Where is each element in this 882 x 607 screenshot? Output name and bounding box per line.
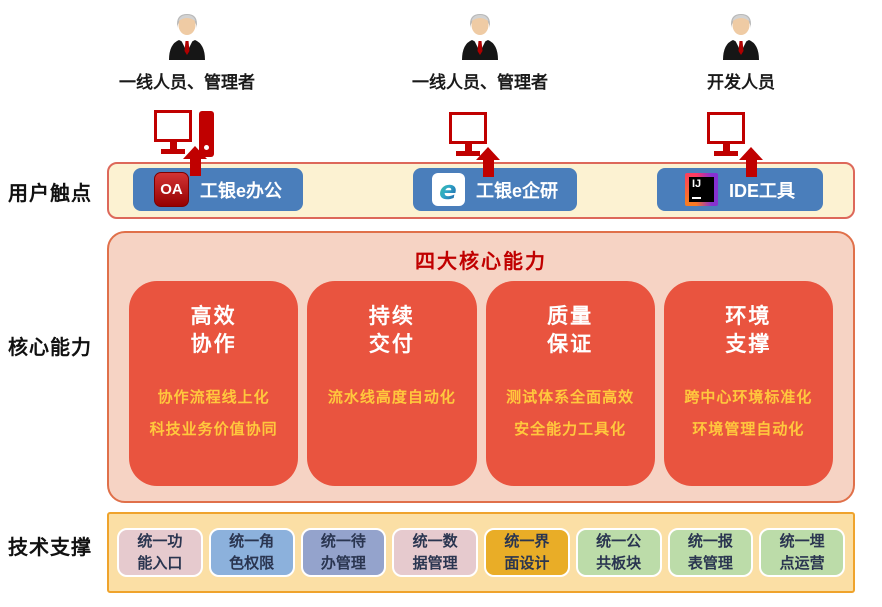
user-label: 开发人员 [707,73,775,92]
e-app-icon: e [431,173,465,206]
support-item-report-management: 统一报表管理 [667,528,754,577]
core-box-points: 流水线高度自动化 [327,388,456,406]
touchpoint-label: IDE工具 [728,180,795,201]
desktop-monitor-icon [152,110,194,154]
support-item-ui-design: 统一界面设计 [484,528,570,577]
desktop-monitor-icon [705,112,747,156]
core-box-collaboration: 高效 协作 协作流程线上化 科技业务价值协同 [129,281,299,486]
person-icon [718,14,764,64]
touchpoint-oa-app: OA 工银e办公 [133,168,303,211]
core-box-title: 质量 保证 [547,305,594,357]
row-label-core: 核心能力 [8,337,92,359]
up-arrow-icon [476,147,500,177]
touchpoint-label: 工银e办公 [199,180,282,201]
touchpoint-e-research-app: e 工银e企研 [413,168,577,211]
core-box-title: 持续 交付 [368,305,415,357]
user-label: 一线人员、管理者 [119,73,255,92]
core-box-points: 跨中心环境标准化 环境管理自动化 [684,388,813,438]
core-box-environment: 环境 支撑 跨中心环境标准化 环境管理自动化 [663,281,833,486]
intellij-icon: IJ [684,173,718,206]
svg-text:e: e [440,176,458,204]
core-boxes-row: 高效 协作 协作流程线上化 科技业务价值协同 持续 交付 流水线高度自动化 [109,274,853,486]
core-box-points: 协作流程线上化 科技业务价值协同 [149,388,278,438]
user-label: 一线人员、管理者 [412,73,548,92]
up-arrow-icon [183,146,207,176]
oa-app-icon: OA [153,172,189,207]
support-item-data-management: 统一数据管理 [392,528,478,577]
support-item-todo-management: 统一待办管理 [300,528,387,577]
support-item-common-modules: 统一公共板块 [575,528,662,577]
core-capabilities-band: 四大核心能力 高效 协作 协作流程线上化 科技业务价值协同 持续 交付 流水线 [107,231,855,503]
row-label-support: 技术支撑 [8,537,92,559]
core-band-title: 四大核心能力 [415,251,547,273]
touchpoint-label: 工银e企研 [475,180,558,201]
person-icon [457,14,503,64]
support-item-tracking-operation: 统一埋点运营 [759,528,845,577]
core-box-title: 高效 协作 [190,305,237,357]
touchpoint-ide-tool: IJ IDE工具 [657,168,823,211]
user-group-2: 一线人员、管理者 [400,10,560,93]
up-arrow-icon [739,147,763,177]
core-box-title: 环境 支撑 [725,305,772,357]
desktop-monitor-icon [447,112,489,156]
support-item-function-entry: 统一功能入口 [117,528,203,577]
core-box-points: 测试体系全面高效 安全能力工具化 [506,388,635,438]
user-group-3: 开发人员 [661,10,821,93]
row-label-touchpoints: 用户触点 [8,183,92,205]
core-box-quality: 质量 保证 测试体系全面高效 安全能力工具化 [485,281,655,486]
technical-support-band: 统一功能入口 统一角色权限 统一待办管理 统一数据管理 统一界面设计 统一公共板… [107,512,855,593]
support-item-role-permission: 统一角色权限 [208,528,295,577]
core-box-delivery: 持续 交付 流水线高度自动化 [307,281,477,486]
person-icon [164,14,210,64]
user-group-1: 一线人员、管理者 [107,10,267,93]
